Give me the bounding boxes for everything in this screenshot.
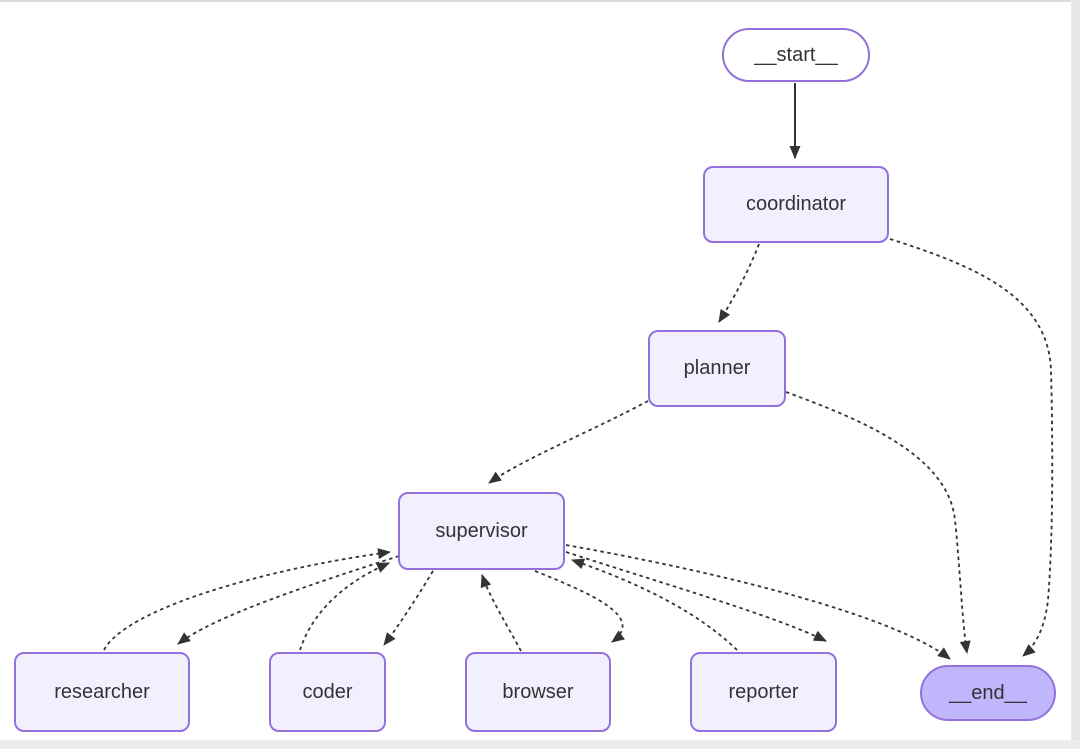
page-top-edge: [0, 0, 1080, 2]
node-planner-label: planner: [683, 357, 751, 379]
edge-planner-to-supervisor: [488, 400, 649, 484]
node-browser: browser: [465, 652, 611, 732]
node-planner: planner: [648, 330, 786, 407]
node-supervisor: supervisor: [398, 492, 565, 570]
edge-supervisor-to-end: [565, 544, 951, 660]
edge-supervisor-to-browser: [534, 570, 625, 643]
page-right-edge: [1071, 0, 1080, 749]
node-start-label: __start__: [754, 43, 838, 66]
node-supervisor-label: supervisor: [435, 519, 528, 542]
edge-browser-to-supervisor: [480, 574, 522, 652]
node-coder-label: coder: [302, 680, 353, 703]
node-end-label: __end__: [949, 681, 1027, 704]
node-coder: coder: [269, 652, 386, 732]
node-end: __end__: [920, 665, 1056, 721]
node-reporter: reporter: [690, 652, 837, 732]
node-reporter-label: reporter: [728, 680, 799, 703]
node-start: __start__: [722, 28, 870, 82]
edge-coordinator-to-end: [889, 238, 1054, 657]
node-researcher: researcher: [14, 652, 190, 732]
edge-supervisor-to-reporter: [565, 551, 827, 642]
edge-researcher-to-supervisor: [103, 548, 391, 651]
edge-supervisor-to-coder: [383, 570, 434, 646]
node-coordinator-label: coordinator: [745, 193, 847, 215]
page-bottom-edge: [0, 740, 1080, 749]
node-browser-label: browser: [502, 680, 574, 703]
node-coordinator: coordinator: [703, 166, 889, 243]
node-researcher-label: researcher: [54, 680, 150, 703]
edge-planner-to-end: [785, 391, 971, 654]
edge-supervisor-to-researcher: [177, 555, 400, 645]
edge-reporter-to-supervisor: [571, 558, 738, 651]
edge-coordinator-to-planner: [718, 243, 760, 323]
edge-coder-to-supervisor: [299, 562, 390, 651]
